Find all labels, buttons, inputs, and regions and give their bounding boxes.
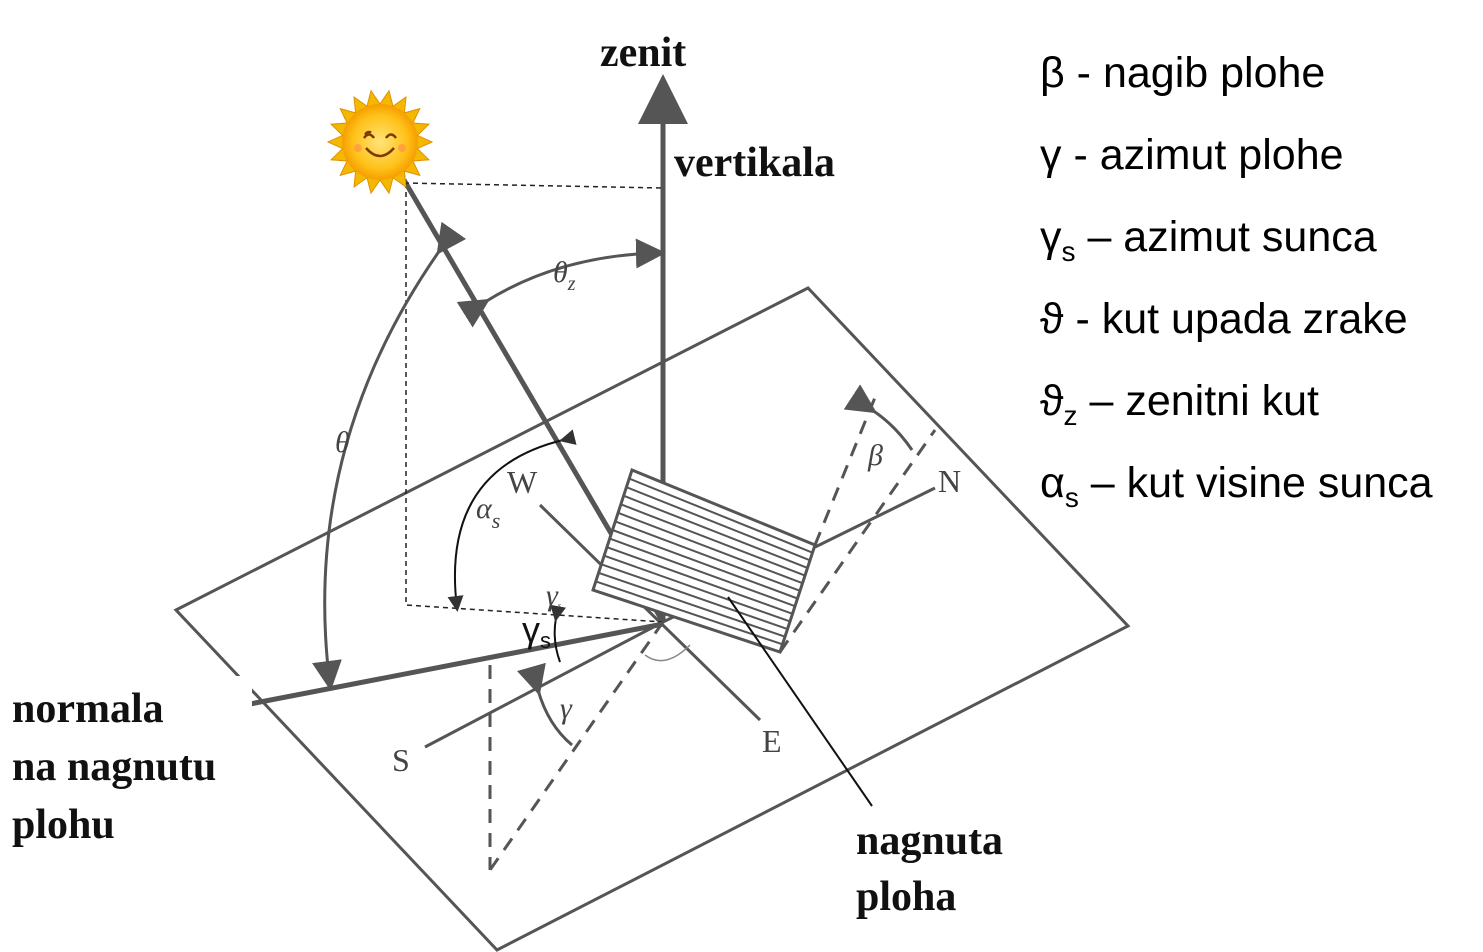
beta-symbol: β <box>867 439 883 472</box>
beta-dashed-2 <box>813 389 880 546</box>
tilted-surface <box>591 467 817 654</box>
alpha-s-arc <box>447 429 577 612</box>
hatch-line <box>614 520 801 592</box>
normal-label-line2: na nagnutu <box>12 744 216 790</box>
beta-dashed-1 <box>778 429 937 653</box>
legend-item: β - nagib plohe <box>1040 49 1325 97</box>
hatch-line <box>626 486 811 562</box>
legend-item: γs – azimut sunca <box>1040 213 1377 267</box>
hatch-line <box>603 554 791 623</box>
legend-item: ϑz – zenitni kut <box>1040 377 1319 431</box>
legend: β - nagib plohe γ - azimut plohe γs – azim… <box>1040 49 1433 513</box>
surface-callout-line <box>727 596 873 807</box>
hatch-line <box>620 503 806 577</box>
gamma-s-arc <box>550 604 567 663</box>
legend-item: ϑ - kut upada zrake <box>1040 295 1408 343</box>
legend-item: γ - azimut plohe <box>1040 131 1344 179</box>
origin-small-arc <box>644 644 691 662</box>
alpha-s-symbol: αs <box>476 492 500 533</box>
gamma-s-small-symbol: γs <box>546 579 561 612</box>
hatch-line <box>606 546 793 615</box>
sun-icon <box>326 89 434 195</box>
surface-normal <box>249 621 664 707</box>
hatch-line <box>623 494 808 569</box>
tilted-surface-label-line2: ploha <box>856 874 956 920</box>
sun-projection-dashed <box>403 182 664 189</box>
beta-arc <box>843 384 914 451</box>
legend-item: αs – kut visine sunca <box>1040 459 1433 513</box>
hatch-line <box>609 537 796 608</box>
normal-label-line3: plohu <box>12 802 115 848</box>
theta-z-arc <box>456 238 666 328</box>
zenith-label: zenit <box>600 30 686 76</box>
theta-symbol: θ <box>335 426 350 459</box>
gamma-symbol: γ <box>560 692 573 725</box>
hatch-line <box>595 580 783 646</box>
hatch-line <box>628 477 813 554</box>
hatch-line <box>598 571 786 638</box>
theta-z-symbol: θz <box>553 256 576 295</box>
gamma-arc <box>516 662 573 747</box>
hatch-line <box>612 529 798 600</box>
hatch-line <box>601 563 788 631</box>
gamma-s-symbol: γs <box>522 609 551 653</box>
we-axis <box>538 503 762 722</box>
ground-plane <box>173 286 1131 952</box>
hatch-line <box>617 511 803 585</box>
theta-arc <box>312 221 467 691</box>
direction-e: E <box>762 723 782 759</box>
vertical-label: vertikala <box>674 140 835 186</box>
normal-label-line1: normala <box>12 686 164 732</box>
direction-w: W <box>507 464 538 500</box>
azimuth-dashed-1 <box>488 621 665 871</box>
direction-n: N <box>938 463 961 499</box>
direction-s: S <box>392 742 410 778</box>
tilted-surface-label-line1: nagnuta <box>856 818 1003 864</box>
